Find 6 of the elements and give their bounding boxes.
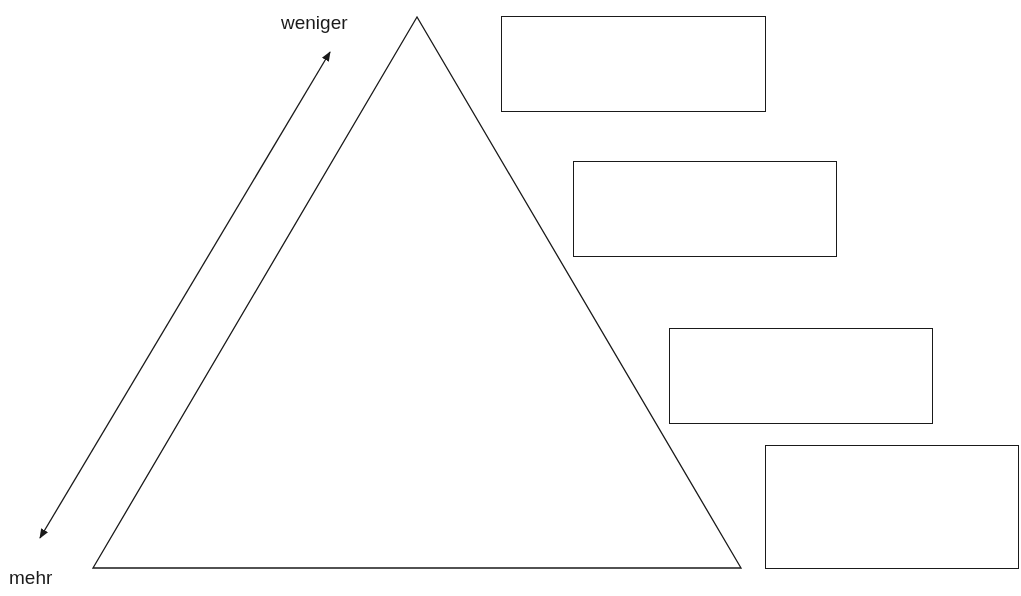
empty-box [501,16,766,112]
axis-label: mehr [9,566,53,590]
axis-label: weniger [281,11,348,35]
empty-box [669,328,933,424]
empty-box [765,445,1019,569]
empty-box [573,161,837,257]
